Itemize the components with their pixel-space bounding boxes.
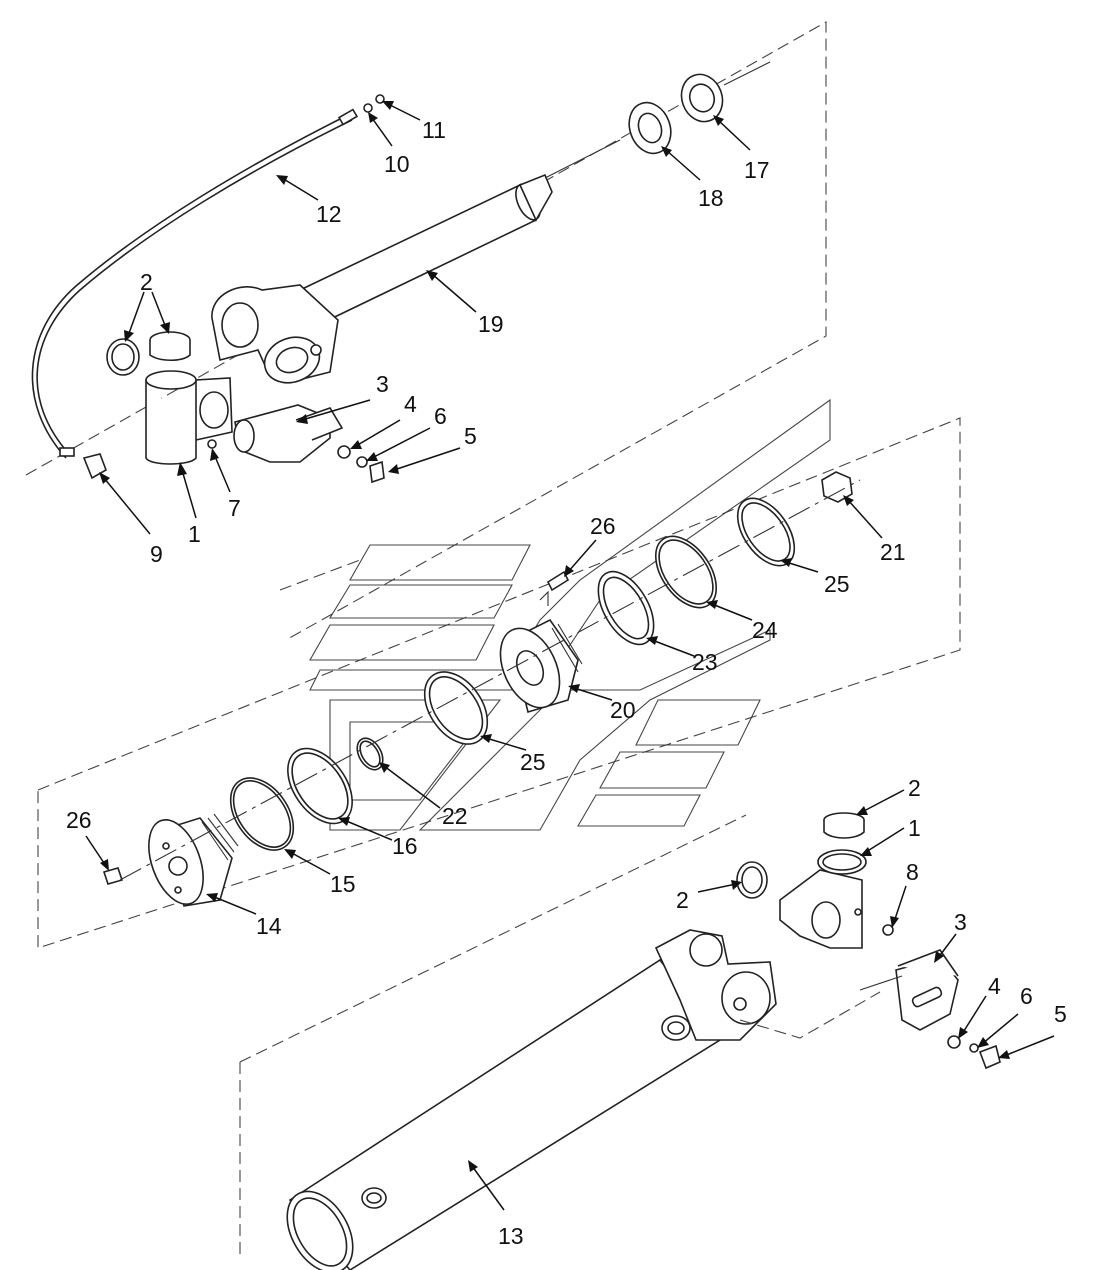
callout-26-lower: 26	[66, 807, 92, 833]
callout-3-lower: 3	[954, 909, 967, 935]
callout-2-upper: 2	[140, 269, 153, 295]
callout-16: 16	[392, 833, 418, 859]
barrel-assembly	[286, 812, 1001, 1270]
callout-11: 11	[422, 117, 446, 143]
callout-2-lower-a: 2	[908, 775, 921, 801]
callout-26-upper: 26	[590, 513, 616, 539]
callout-1-upper: 1	[188, 521, 201, 547]
hydraulic-hose	[31, 94, 385, 480]
callout-8: 8	[906, 859, 919, 885]
callout-25-lower: 25	[520, 749, 546, 775]
callout-21: 21	[880, 539, 906, 565]
callout-6-upper: 6	[434, 403, 447, 429]
callout-2-lower-b: 2	[676, 887, 689, 913]
callout-15: 15	[330, 871, 356, 897]
callout-24: 24	[752, 617, 778, 643]
callout-20: 20	[610, 697, 636, 723]
callout-13: 13	[498, 1223, 524, 1249]
rod-assembly	[211, 139, 621, 384]
callout-25-upper: 25	[824, 571, 850, 597]
callout-6-lower: 6	[1020, 983, 1033, 1009]
upper-pin-assembly	[106, 331, 385, 484]
callout-labels: 1 2 3 4 6 5 7 9 10 11 12 17 18 19 26 21 …	[66, 117, 1067, 1249]
leader-lines	[85, 101, 1055, 1211]
seals-17-18	[628, 61, 771, 155]
piston-assembly	[102, 471, 861, 907]
callout-9: 9	[150, 541, 163, 567]
callout-22: 22	[442, 803, 468, 829]
callout-12: 12	[316, 201, 342, 227]
callout-23: 23	[692, 649, 718, 675]
callout-17: 17	[744, 157, 770, 183]
callout-3-upper: 3	[376, 371, 389, 397]
callout-14: 14	[256, 913, 282, 939]
callout-19: 19	[478, 311, 504, 337]
callout-1-lower: 1	[908, 815, 921, 841]
callout-4-lower: 4	[988, 973, 1001, 999]
callout-5-upper: 5	[464, 423, 477, 449]
callout-7: 7	[228, 495, 241, 521]
callout-5-lower: 5	[1054, 1001, 1067, 1027]
callout-18: 18	[698, 185, 724, 211]
callout-10: 10	[384, 151, 410, 177]
callout-4-upper: 4	[404, 391, 417, 417]
